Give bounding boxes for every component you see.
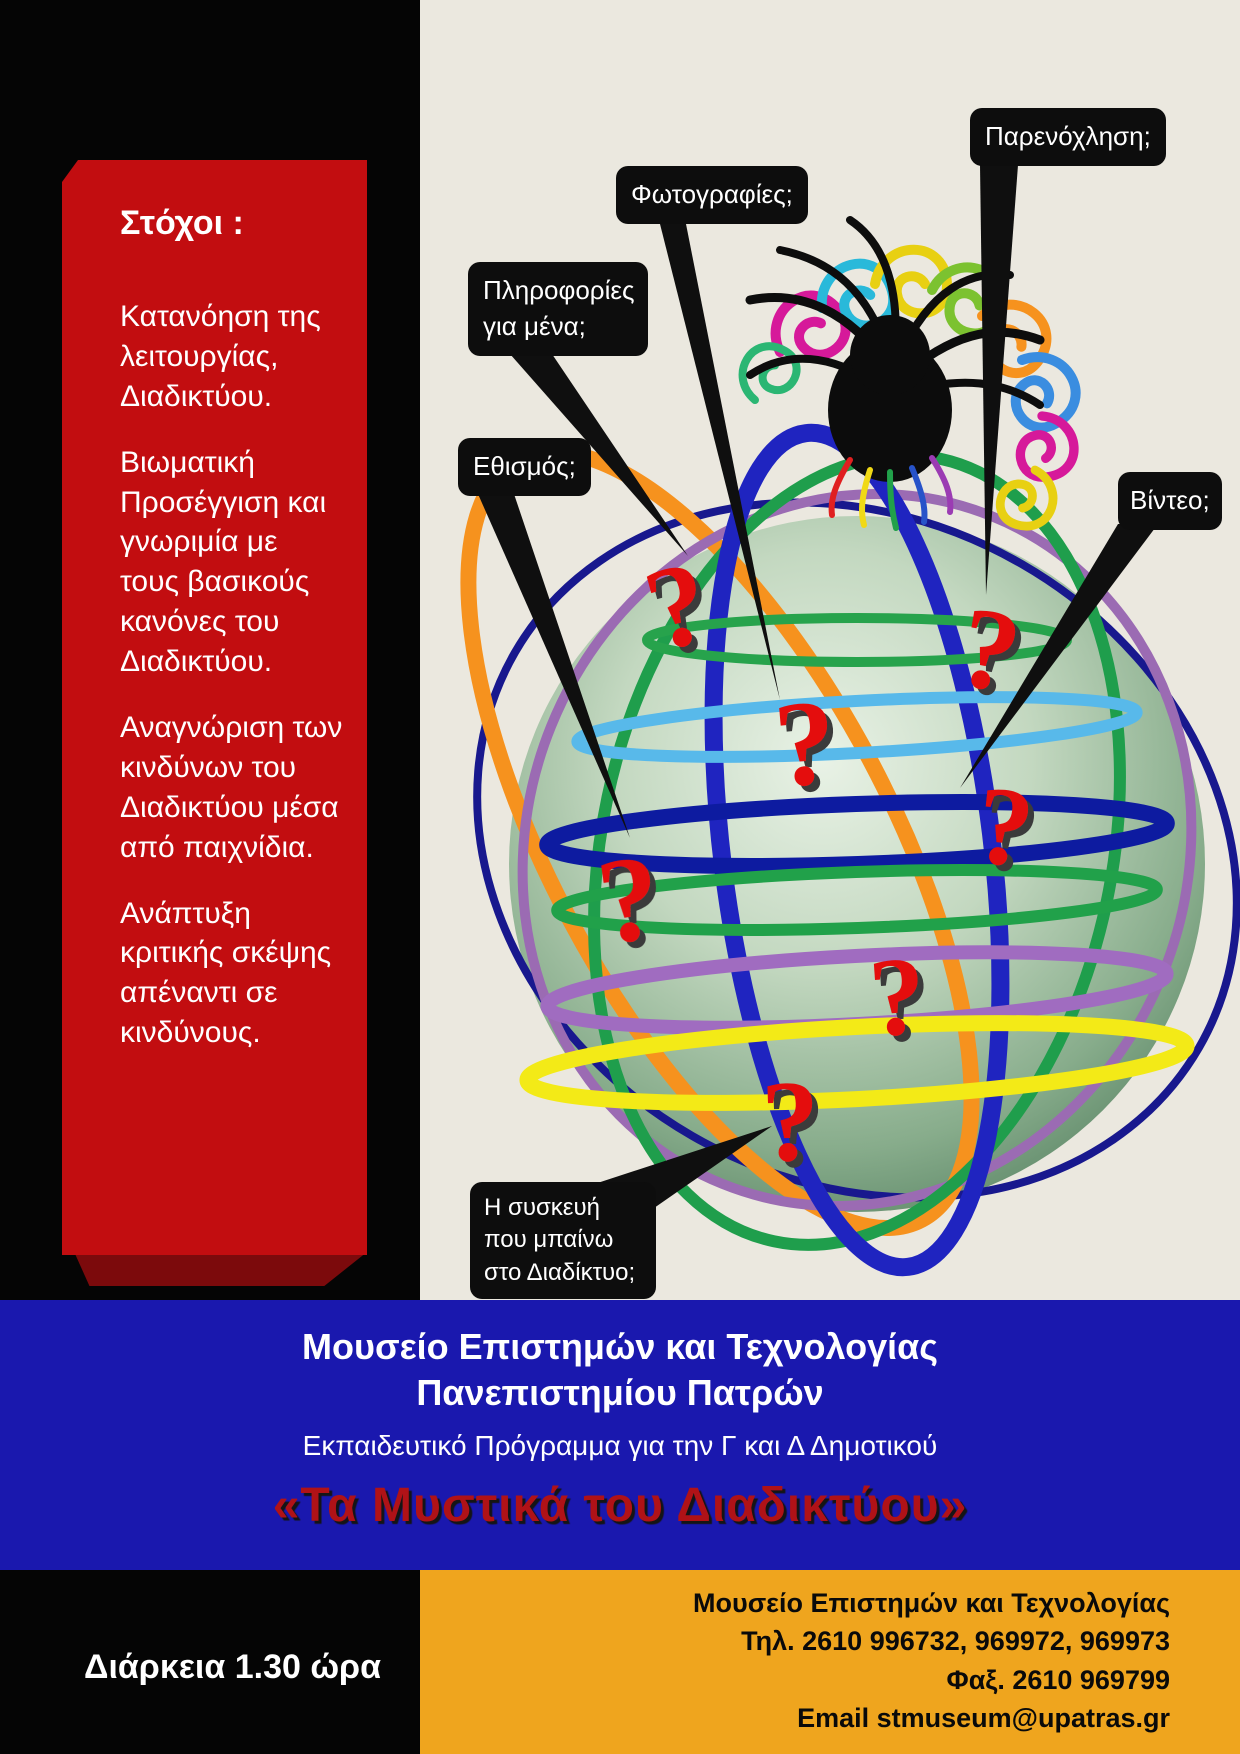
callout-harassment: Παρενόχληση; bbox=[970, 108, 1166, 166]
callout-video: Βίντεο; bbox=[1118, 472, 1222, 530]
callout-photos: Φωτογραφίες; bbox=[616, 166, 808, 224]
program-banner: Μουσείο Επιστημών και Τεχνολογίας Πανεπι… bbox=[0, 1300, 1240, 1570]
callout-addiction: Εθισμός; bbox=[458, 438, 591, 496]
question-mark: ? bbox=[971, 763, 1040, 892]
globe-illustration: ? ? ? ? ? ? ? bbox=[460, 165, 1240, 1277]
goal-item: Αναγνώριση των κινδύνων του Διαδικτύου μ… bbox=[120, 711, 343, 864]
duration-label: Διάρκεια 1.30 ώρα bbox=[84, 1648, 381, 1686]
question-mark: ? bbox=[759, 1057, 821, 1187]
contact-name: Μουσείο Επιστημών και Τεχνολογίας bbox=[693, 1588, 1170, 1618]
goals-heading: Στόχοι : bbox=[120, 204, 244, 242]
contact-email: Email stmuseum@upatras.gr bbox=[797, 1702, 1170, 1733]
museum-name-line2: Πανεπιστημίου Πατρών bbox=[416, 1372, 824, 1413]
museum-name-line1: Μουσείο Επιστημών και Τεχνολογίας bbox=[302, 1326, 938, 1367]
contact-phone: Τηλ. 2610 996732, 969972, 969973 bbox=[741, 1626, 1170, 1657]
callout-personal-info: Πληροφορίες για μένα; bbox=[468, 262, 648, 356]
question-mark: ? bbox=[865, 933, 930, 1061]
goal-item: Βιωματική Προσέγγιση και γνωριμία με του… bbox=[120, 445, 327, 679]
goal-item: Ανάπτυξη κριτικής σκέψης απέναντι σε κιν… bbox=[120, 896, 332, 1050]
goals-panel: Στόχοι : Κατανόηση της λειτουργίας, Διαδ… bbox=[62, 160, 367, 1255]
contact-fax: Φαξ. 2610 969799 bbox=[946, 1664, 1170, 1695]
goal-item: Κατανόηση της λειτουργίας, Διαδικτύου. bbox=[120, 300, 321, 413]
question-mark: ? bbox=[769, 674, 842, 814]
illustration-panel: ? ? ? ? ? ? ? bbox=[420, 0, 1240, 1300]
callout-device: Η συσκευή που μπαίνω στο Διαδίκτυο; bbox=[470, 1182, 656, 1300]
program-subtitle: Εκπαιδευτικό Πρόγραμμα για την Γ και Δ Δ… bbox=[302, 1430, 938, 1461]
program-title: «Τα Μυστικά του Διαδικτύου» bbox=[272, 1479, 968, 1532]
contact-box: Μουσείο Επιστημών και Τεχνολογίας Τηλ. 2… bbox=[420, 1570, 1240, 1754]
goals-ribbon-shadow bbox=[74, 1252, 367, 1286]
